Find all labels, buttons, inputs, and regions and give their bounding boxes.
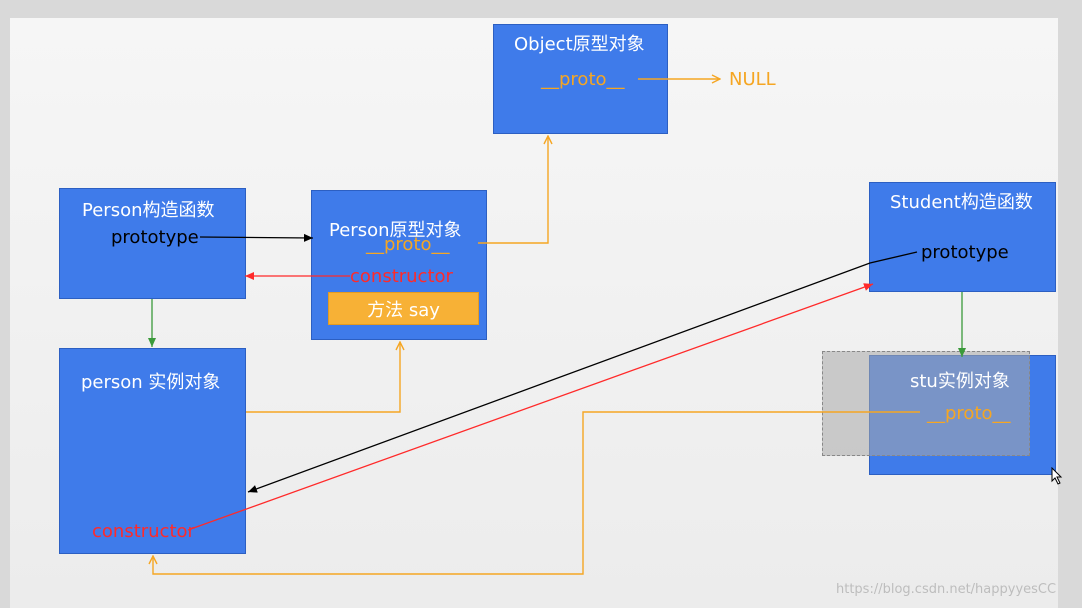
stu-proto-arrow [153, 411, 920, 575]
person-instance-title: person 实例对象 [81, 372, 221, 393]
person-instance-proto-arrow [246, 342, 400, 413]
person-instance-box [59, 348, 246, 554]
person-constructor-box [59, 188, 246, 299]
person-instance-constructor-label: constructor [92, 521, 195, 542]
person-constructor-title: Person构造函数 [82, 200, 215, 221]
student-constructor-title: Student构造函数 [890, 192, 1033, 213]
method-say: 方法 say [328, 292, 479, 325]
student-prototype-label: prototype [921, 242, 1009, 263]
mouse-cursor-icon [1051, 467, 1063, 485]
stu-proto-label: __proto__ [927, 403, 1011, 424]
student-prototype-arrow [247, 251, 918, 493]
person-proto-to-object-arrow [478, 136, 548, 244]
person-proto-label: __proto__ [366, 234, 450, 255]
object-prototype-title: Object原型对象 [514, 34, 645, 55]
stu-instance-title: stu实例对象 [910, 371, 1010, 392]
watermark: https://blog.csdn.net/happyyesCC [836, 582, 1057, 597]
object-proto-label: __proto__ [541, 69, 625, 90]
person-proto-constructor-label: constructor [350, 266, 453, 287]
instance-constructor-arrow [187, 283, 874, 531]
person-prototype-label: prototype [111, 227, 199, 248]
null-label: NULL [729, 69, 776, 90]
person-prototype-arrow [199, 233, 314, 242]
student-constructor-box [869, 182, 1056, 292]
selection-overlay [822, 351, 1030, 456]
person-prototype-title: Person原型对象 [329, 220, 462, 241]
